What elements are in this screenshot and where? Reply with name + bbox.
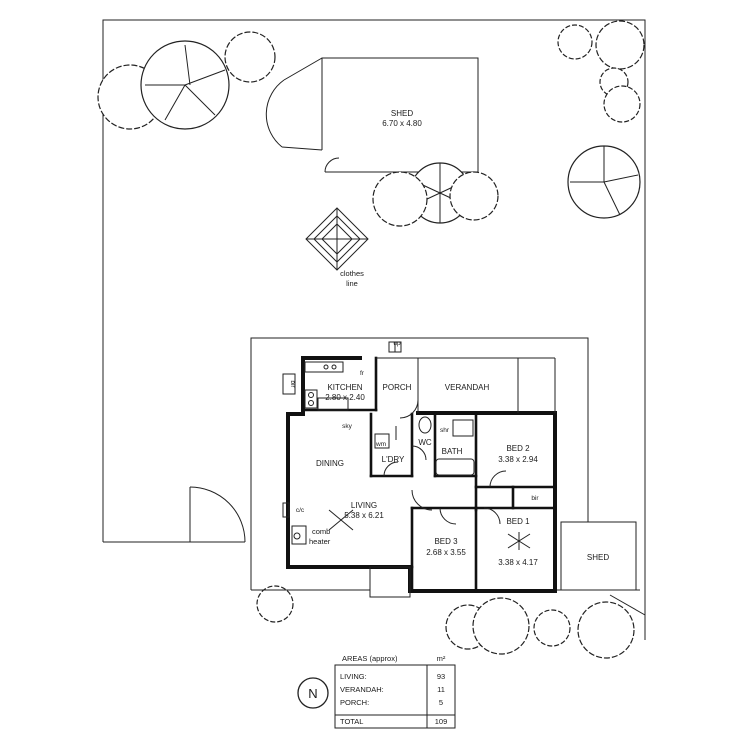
wardrobe-left-label: bir [289,380,296,388]
living-name: LIVING [351,501,377,510]
laundry-wm: wm [375,441,386,448]
tree [533,609,571,647]
trees [97,20,645,659]
wc-name: WC [418,438,432,447]
areas-row-living-value: 93 [437,672,445,681]
living-dims: 5.38 x 6.21 [344,511,384,520]
shed-top-name: SHED [391,109,413,118]
bed2-name: BED 2 [506,444,530,453]
shed-side-name: SHED [587,553,609,562]
bed3-name: BED 3 [434,537,458,546]
areas-row-porch-label: PORCH: [340,698,369,707]
room-labels: KITCHEN 2.80 x 2.40 fr sky PORCH up VERA… [289,340,539,567]
dining-name: DINING [316,459,344,468]
areas-total-value: 109 [435,717,448,726]
porch-name: PORCH [383,383,412,392]
areas-row-verandah-value: 11 [437,685,445,694]
door-swings [383,399,507,525]
shed-top: SHED 6.70 x 4.80 [265,57,479,173]
kitchen-name: KITCHEN [327,383,362,392]
fixtures [282,341,531,598]
verandah-name: VERANDAH [445,383,490,392]
laundry-name: L'DRY [382,455,405,464]
bath-name: BATH [442,447,463,456]
areas-row-porch-value: 5 [439,698,443,707]
kitchen-sky: sky [342,423,353,430]
north-label: N [308,686,317,701]
property-boundary [102,19,646,640]
tree [449,171,499,221]
kitchen-fridge: fr [360,370,365,377]
bed2-dims: 3.38 x 2.94 [498,455,538,464]
bed1-name: BED 1 [506,517,530,526]
areas-unit: m² [437,654,446,663]
kitchen-dims: 2.80 x 2.40 [325,393,365,402]
areas-title: AREAS (approx) [342,654,398,663]
bath-shr: shr [440,427,450,434]
tree [595,20,645,70]
tree [472,597,530,655]
tree [224,31,276,83]
heater-label-2: heater [309,537,331,546]
north-arrow: N [297,677,329,709]
areas-row-verandah-label: VERANDAH: [340,685,384,694]
areas-row-living-label: LIVING: [340,672,367,681]
clothes-line-label-2: line [346,279,358,288]
cupboard-label: c/c [296,507,305,514]
clothes-line-label-1: clothes [340,269,364,278]
tree [603,85,641,123]
tree [557,24,593,60]
bed1-dims: 3.38 x 4.17 [498,558,538,567]
bed1-bir: bir [531,495,539,502]
tree [256,585,294,623]
bed3-dims: 2.68 x 3.55 [426,548,466,557]
porch-up: up [393,340,401,347]
shed-side: SHED [560,521,637,591]
areas-total-label: TOTAL [340,717,363,726]
clothes-line: clothes line [305,207,369,288]
shed-top-dims: 6.70 x 4.80 [382,119,422,128]
tree [372,171,428,227]
tree [577,601,635,659]
heater-label-1: comb [312,527,330,536]
areas-table: AREAS (approx) m² LIVING: 93 VERANDAH: 1… [334,654,456,729]
